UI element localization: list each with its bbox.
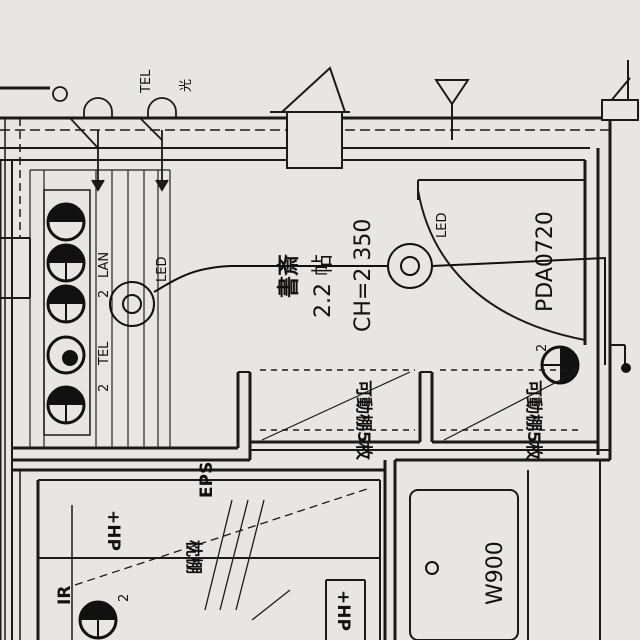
vent-duct xyxy=(270,60,639,169)
ceiling-light xyxy=(109,243,631,373)
ir-label: IR xyxy=(55,586,75,605)
tel-outlet-label: TEL xyxy=(97,341,112,366)
lan-count-label: 2 xyxy=(97,290,112,298)
walls xyxy=(0,86,626,640)
fixture-code: W900 xyxy=(483,541,508,605)
shelf-label-1: 可動棚5枚 xyxy=(353,380,374,461)
shelf-diagonals xyxy=(261,371,577,441)
pipe-drops xyxy=(52,86,177,192)
right-outlet xyxy=(540,345,580,385)
door-code: PDA0720 xyxy=(533,211,558,312)
led-ceiling-label: LED xyxy=(435,213,450,238)
tel-top-label: TEL xyxy=(139,69,154,94)
right-outlet-count: 2 xyxy=(535,344,550,352)
led-rail-label: LED xyxy=(155,257,170,282)
eps-label: EPS xyxy=(197,462,217,498)
hikari-label: 光 xyxy=(179,79,194,92)
hp-bottom-label: +HP xyxy=(333,590,353,631)
sink-fixture xyxy=(409,489,519,640)
ir-outlet xyxy=(78,600,118,640)
room-ceiling-height: CH=2 350 xyxy=(351,219,376,332)
room-name: 書斎 xyxy=(276,254,302,298)
lan-label: LAN xyxy=(97,252,112,278)
shelf-label-2: 可動棚5枚 xyxy=(523,380,544,461)
hp-top-label: +HP xyxy=(103,510,123,551)
closet-hatching xyxy=(74,487,371,621)
ir-count-label: 2 xyxy=(117,594,132,602)
room-area: 2.2 帖 xyxy=(311,254,336,318)
tel-count-label: 2 xyxy=(97,384,112,392)
closet-shelf-label: 枕棚 xyxy=(183,540,204,574)
column-lines xyxy=(4,118,21,640)
door-swing xyxy=(417,179,586,341)
outlet-column xyxy=(43,189,91,436)
